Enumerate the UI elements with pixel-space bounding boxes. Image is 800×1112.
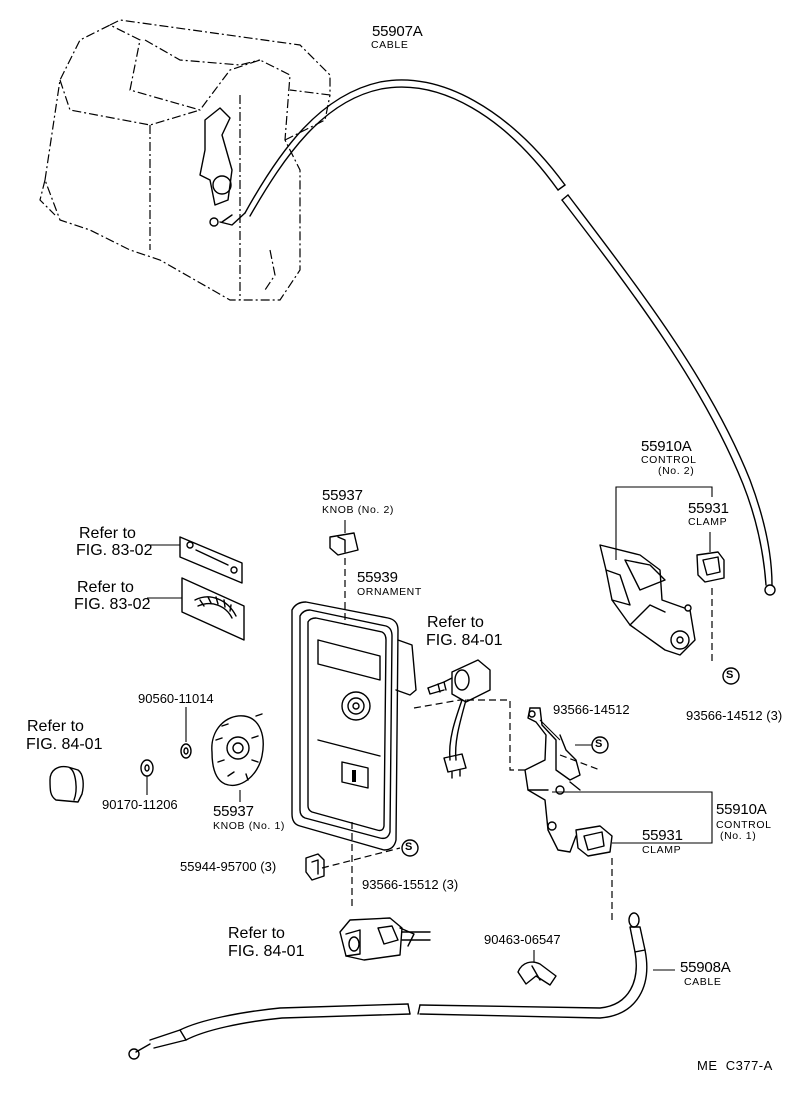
clip-55944 [305,853,325,881]
clip-90463 [517,961,557,986]
switch-assembly [427,659,491,779]
ref-fig8302-b-line2: FIG. 83-02 [74,596,151,613]
ref-fig8401-a-line1: Refer to [427,614,484,631]
leader-control-no2 [615,486,713,560]
cable-lower-number: 55908A [680,959,731,976]
knob-no2-number: 55937 [322,487,363,504]
screw-symbol-right [722,667,740,685]
washer-number: 90560-11014 [138,691,214,706]
plate-lower [181,577,245,641]
control-no2-sub: (No. 2) [658,465,695,477]
screw-lower-label: 93566-15512 (3) [362,878,458,891]
screw-mid-number: 93566-14512 [553,702,630,717]
ornament-name: ORNAMENT [357,586,422,598]
clamp-upper-name: CLAMP [688,516,728,528]
ref-fig8401-c-line2: FIG. 84-01 [228,943,305,960]
knob-no1-number: 55937 [213,803,254,820]
clamp-lower-number: 55931 [642,827,683,844]
knob-no2 [329,532,359,556]
screw-symbol-right-letter: S [726,669,734,681]
cable-55907a [209,79,776,596]
screw-right-qty: (3) [766,708,783,723]
washer-90560 [180,743,192,759]
knob-ref-84-01 [49,765,84,803]
ornament-number: 55939 [357,569,398,586]
clip-lower-number: 90463-06547 [484,932,561,947]
control-no2-number: 55910A [641,438,692,455]
screw-lower-number: 93566-15512 [362,877,439,892]
control-no1-name: CONTROL [716,819,772,831]
screw-symbol-lower [401,839,419,857]
ref-fig8401-a-line2: FIG. 84-01 [426,632,503,649]
lower-switch [339,917,431,961]
cable-lower-name: CABLE [684,976,722,988]
control-no2-bracket [599,544,696,656]
knob-no1 [211,713,264,787]
clip-left-label: 55944-95700 (3) [180,860,276,873]
nut-90170 [140,759,154,777]
clip-left-qty: (3) [260,859,277,874]
knob-no2-sub: (No. 2) [357,504,394,516]
knob-no2-name-text: KNOB [322,504,355,516]
control-no1-bracket [524,707,581,853]
control-no1-number: 55910A [716,801,767,818]
screw-lower-qty: (3) [442,877,459,892]
ornament-panel [291,601,417,851]
heater-unit-housing [39,19,331,301]
control-no2-name: CONTROL [641,454,697,466]
knob-no1-sub: (No. 1) [248,820,285,832]
screw-symbol-mid-letter: S [595,738,603,750]
knob-no1-name: KNOB (No. 1) [213,821,285,832]
clamp-upper [696,551,725,583]
cable-upper-number: 55907A [372,23,423,40]
screw-right-label: 93566-14512 (3) [686,709,782,722]
ref-fig8302-a-line1: Refer to [79,525,136,542]
ref-fig8401-b-line2: FIG. 84-01 [26,736,103,753]
knob-no2-name: KNOB (No. 2) [322,505,394,516]
ref-fig8401-c-line1: Refer to [228,925,285,942]
nut-number: 90170-11206 [102,797,178,812]
cable-upper-name: CABLE [371,39,409,51]
clamp-upper-number: 55931 [688,500,729,517]
clamp-lower-name: CLAMP [642,844,682,856]
leader-control-no1 [552,791,713,844]
screw-symbol-lower-letter: S [405,841,413,853]
diagram-code: ME C377-A [697,1058,773,1073]
screw-right-number: 93566-14512 [686,708,763,723]
clamp-lower [575,825,613,857]
ref-fig8302-a-line2: FIG. 83-02 [76,542,153,559]
plate-upper [179,536,243,584]
knob-no1-name-text: KNOB [213,820,246,832]
ref-fig8302-b-line1: Refer to [77,579,134,596]
ref-fig8401-b-line1: Refer to [27,718,84,735]
clip-left-number: 55944-95700 [180,859,257,874]
cable-55908a [128,912,648,1060]
control-no1-sub: (No. 1) [720,830,757,842]
